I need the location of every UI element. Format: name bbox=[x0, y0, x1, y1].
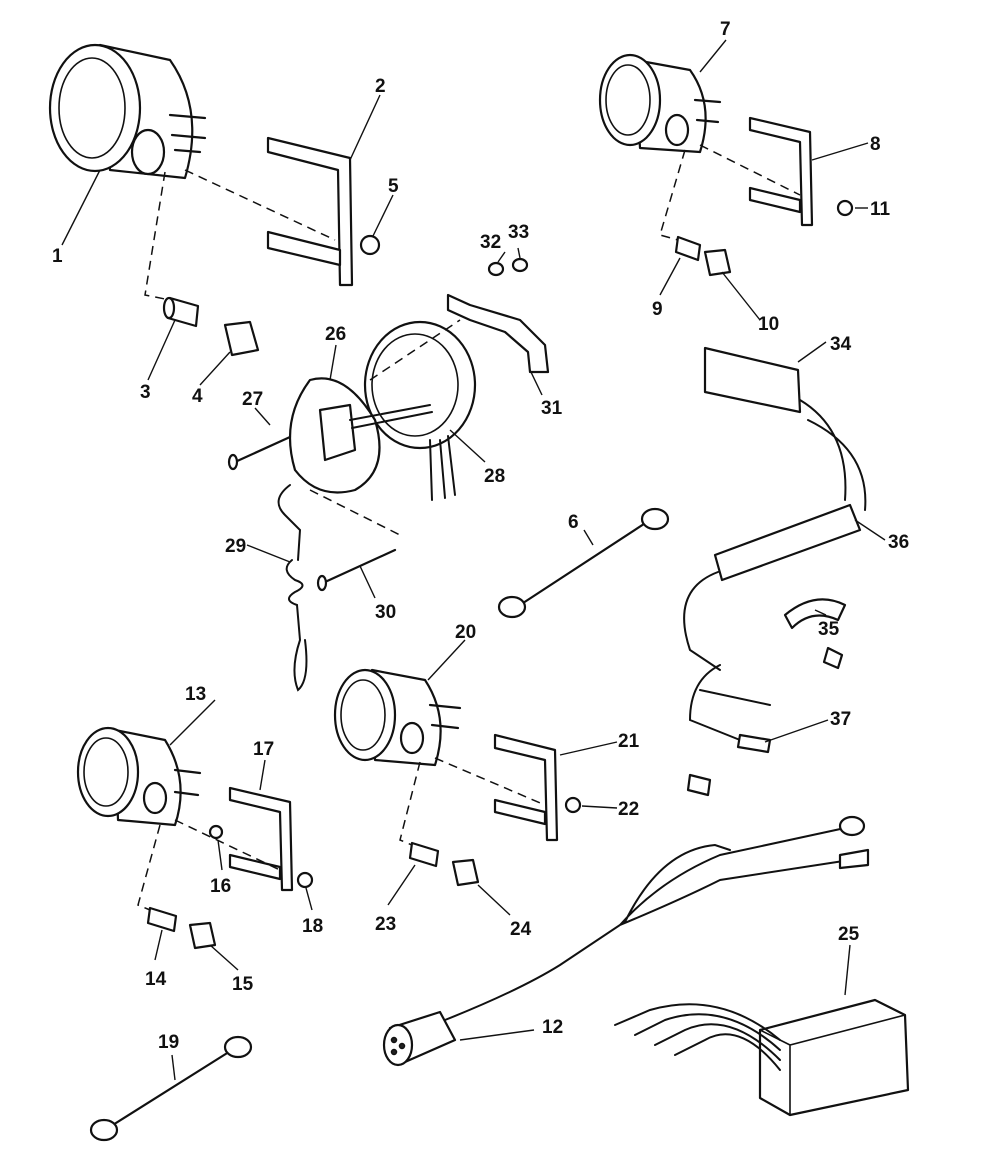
callout-22: 22 bbox=[618, 799, 639, 820]
callout-34: 34 bbox=[830, 334, 852, 355]
mount-dash bbox=[309, 319, 461, 536]
callout-24: 24 bbox=[510, 919, 532, 940]
bracket-17 bbox=[228, 786, 294, 892]
callout-32: 32 bbox=[480, 232, 501, 253]
callout-11: 11 bbox=[870, 199, 891, 220]
callout-17: 17 bbox=[253, 739, 274, 760]
gauge-1-dash bbox=[144, 169, 336, 301]
screw-27 bbox=[227, 435, 292, 471]
gauge-13 bbox=[76, 726, 202, 827]
housing-28 bbox=[363, 320, 477, 501]
callout-25: 25 bbox=[838, 924, 860, 945]
connector-37 bbox=[686, 664, 772, 797]
bracket-2 bbox=[266, 136, 354, 287]
bracket-21 bbox=[493, 733, 559, 842]
nut-5 bbox=[359, 234, 381, 256]
gauge-7 bbox=[598, 53, 722, 154]
callout-2: 2 bbox=[375, 76, 386, 97]
callout-16: 16 bbox=[210, 876, 231, 897]
nut-22 bbox=[564, 796, 582, 814]
gauge-1 bbox=[48, 43, 207, 180]
harness-12 bbox=[382, 815, 870, 1067]
nut-11 bbox=[836, 199, 854, 217]
callout-9: 9 bbox=[652, 299, 663, 320]
clip-34 bbox=[703, 346, 802, 414]
callout-19: 19 bbox=[158, 1032, 179, 1053]
bracket-31 bbox=[446, 293, 550, 374]
lamp-socket-14 bbox=[146, 906, 178, 933]
module-25 bbox=[614, 998, 910, 1117]
callout-23: 23 bbox=[375, 914, 396, 935]
ring-26 bbox=[288, 377, 433, 494]
bracket-8 bbox=[748, 116, 814, 227]
washer-16 bbox=[208, 824, 224, 840]
callout-37: 37 bbox=[830, 709, 851, 730]
screw-30 bbox=[316, 548, 397, 592]
callout-7: 7 bbox=[720, 19, 731, 40]
callout-30: 30 bbox=[375, 602, 396, 623]
callout-8: 8 bbox=[870, 134, 881, 155]
bulb-cap-4 bbox=[223, 320, 260, 357]
lamp-socket-9 bbox=[674, 235, 702, 262]
bulb-cap-10 bbox=[703, 248, 732, 277]
nut-18 bbox=[296, 871, 314, 889]
callout-15: 15 bbox=[232, 974, 254, 995]
band-35 bbox=[783, 598, 847, 670]
callout-1: 1 bbox=[52, 246, 63, 267]
callout-36: 36 bbox=[888, 532, 909, 553]
callout-26: 26 bbox=[325, 324, 346, 345]
nut-33 bbox=[511, 257, 529, 273]
gauge-7-dash bbox=[659, 144, 801, 241]
gauge-20 bbox=[333, 668, 462, 767]
washer-32 bbox=[487, 261, 505, 277]
leader-lines bbox=[61, 39, 886, 1081]
gauge-13-dash bbox=[137, 819, 281, 911]
lanyard-29 bbox=[277, 484, 308, 692]
callout-5: 5 bbox=[388, 176, 399, 197]
callout-28: 28 bbox=[484, 466, 505, 487]
bulb-cap-15 bbox=[188, 921, 217, 950]
callout-13: 13 bbox=[185, 684, 206, 705]
callout-3: 3 bbox=[140, 382, 151, 403]
callout-35: 35 bbox=[818, 619, 840, 640]
callout-18: 18 bbox=[302, 916, 323, 937]
callout-6: 6 bbox=[568, 512, 579, 533]
callout-14: 14 bbox=[145, 969, 167, 990]
callout-33: 33 bbox=[508, 222, 529, 243]
ground-strap-6 bbox=[497, 507, 670, 619]
callout-10: 10 bbox=[758, 314, 779, 335]
bulb-cap-24 bbox=[451, 858, 480, 887]
callout-21: 21 bbox=[618, 731, 640, 752]
gauge-20-dash bbox=[399, 757, 546, 846]
callout-4: 4 bbox=[192, 386, 203, 407]
harness-36 bbox=[683, 399, 867, 671]
callout-31: 31 bbox=[541, 398, 563, 419]
lamp-socket-3 bbox=[162, 296, 200, 328]
callout-labels: 1 2 3 4 5 6 7 8 9 10 11 12 13 14 15 16 1… bbox=[52, 19, 909, 1053]
callout-20: 20 bbox=[455, 622, 476, 643]
callout-29: 29 bbox=[225, 536, 246, 557]
lamp-socket-23 bbox=[408, 841, 440, 868]
callout-12: 12 bbox=[542, 1017, 563, 1038]
callout-27: 27 bbox=[242, 389, 263, 410]
ground-strap-19 bbox=[89, 1035, 253, 1142]
